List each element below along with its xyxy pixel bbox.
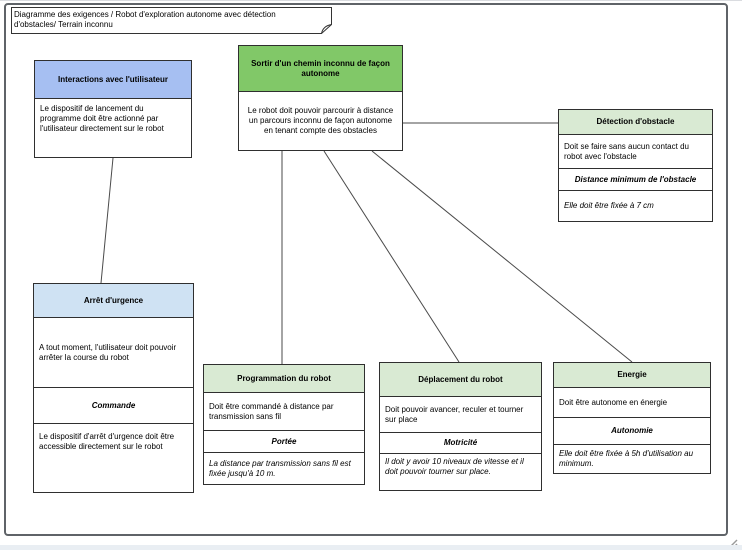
requirement-box-interactions[interactable]: Interactions avec l'utilisateur Le dispo… [34,60,192,158]
requirement-box-detection[interactable]: Détection d'obstacle Doit se faire sans … [558,109,713,222]
sub-requirement-text: La distance par transmission sans fil es… [204,452,364,484]
requirement-box-energie[interactable]: Energie Doit être autonome en énergie Au… [553,362,711,474]
sub-requirement-label: Portée [204,430,364,452]
requirement-text-value: A tout moment, l'utilisateur doit pouvoi… [39,342,177,362]
box-title: Détection d'obstacle [596,117,675,126]
sub-requirement-label: Commande [34,387,193,423]
requirement-box-arret[interactable]: Arrêt d'urgence A tout moment, l'utilisa… [33,283,194,493]
box-header-energie: Energie [554,363,710,388]
sub-requirement-label-value: Portée [271,436,297,446]
diagram-title-note[interactable]: Diagramme des exigences / Robot d'explor… [11,7,332,34]
requirement-box-deplacement[interactable]: Déplacement du robot Doit pouvoir avance… [379,362,542,491]
sub-requirement-label: Autonomie [554,417,710,444]
requirement-text-value: Doit pouvoir avancer, reculer et tourner… [385,404,524,424]
requirement-text: Le robot doit pouvoir parcourir à distan… [239,92,402,150]
sub-requirement-label-value: Distance minimum de l'obstacle [574,174,697,184]
box-header-deplacement: Déplacement du robot [380,363,541,397]
window-bottom-strip [0,545,742,550]
requirement-box-sortir[interactable]: Sortir d'un chemin inconnu de façon auto… [238,45,403,151]
sub-requirement-text: Elle doit être fixée à 5h d'utilisation … [554,444,710,473]
requirement-text: A tout moment, l'utilisateur doit pouvoi… [34,318,193,387]
sub-requirement-label: Motricité [380,432,541,453]
sub-requirement-text-value: Il doit y avoir 10 niveaux de vitesse et… [385,457,524,476]
sub-requirement-label-value: Autonomie [611,426,653,435]
note-shape [11,7,332,34]
requirement-text-value: Doit se faire sans aucun contact du robo… [564,141,689,161]
requirement-text: Doit se faire sans aucun contact du robo… [559,135,712,168]
sub-requirement-text-value: Elle doit être fixée à 5h d'utilisation … [559,449,694,468]
box-header-arret: Arrêt d'urgence [34,284,193,318]
box-title: Programmation du robot [237,373,331,383]
requirement-text: Doit pouvoir avancer, reculer et tourner… [380,397,541,432]
diagram-title: Diagramme des exigences / Robot d'explor… [14,10,276,29]
requirement-text-value: Le dispositif de lancement du programme … [40,104,164,133]
requirement-box-programmation[interactable]: Programmation du robot Doit être command… [203,364,365,485]
requirement-text: Doit être commandé à distance par transm… [204,393,364,430]
requirement-text-value: Doit être autonome en énergie [559,397,668,407]
box-title: Energie [617,370,647,379]
sub-requirement-label-value: Commande [91,400,136,410]
window-top-edge [0,0,742,1]
requirement-text: Doit être autonome en énergie [554,388,710,417]
sub-requirement-text: Il doit y avoir 10 niveaux de vitesse et… [380,453,541,490]
requirement-text-value: Doit être commandé à distance par transm… [209,401,334,421]
requirement-text-value: Le robot doit pouvoir parcourir à distan… [247,106,394,135]
box-title: Arrêt d'urgence [83,295,144,305]
sub-requirement-label-value: Motricité [443,438,478,447]
box-header-programmation: Programmation du robot [204,365,364,393]
box-header-interactions: Interactions avec l'utilisateur [35,61,191,99]
box-title: Sortir d'un chemin inconnu de façon auto… [251,58,390,78]
sub-requirement-label: Distance minimum de l'obstacle [559,168,712,190]
box-title: Déplacement du robot [418,374,503,384]
sub-requirement-text: Le dispositif d'arrêt d'urgence doit êtr… [34,423,193,492]
sub-requirement-text-value: La distance par transmission sans fil es… [209,458,351,478]
box-header-detection: Détection d'obstacle [559,110,712,135]
sub-requirement-text-value: Elle doit être fixée à 7 cm [564,201,654,210]
sub-requirement-text-value: Le dispositif d'arrêt d'urgence doit êtr… [39,432,175,451]
box-header-sortir: Sortir d'un chemin inconnu de façon auto… [239,46,402,92]
requirement-text: Le dispositif de lancement du programme … [35,99,191,157]
sub-requirement-text: Elle doit être fixée à 7 cm [559,190,712,221]
box-title: Interactions avec l'utilisateur [58,74,168,84]
